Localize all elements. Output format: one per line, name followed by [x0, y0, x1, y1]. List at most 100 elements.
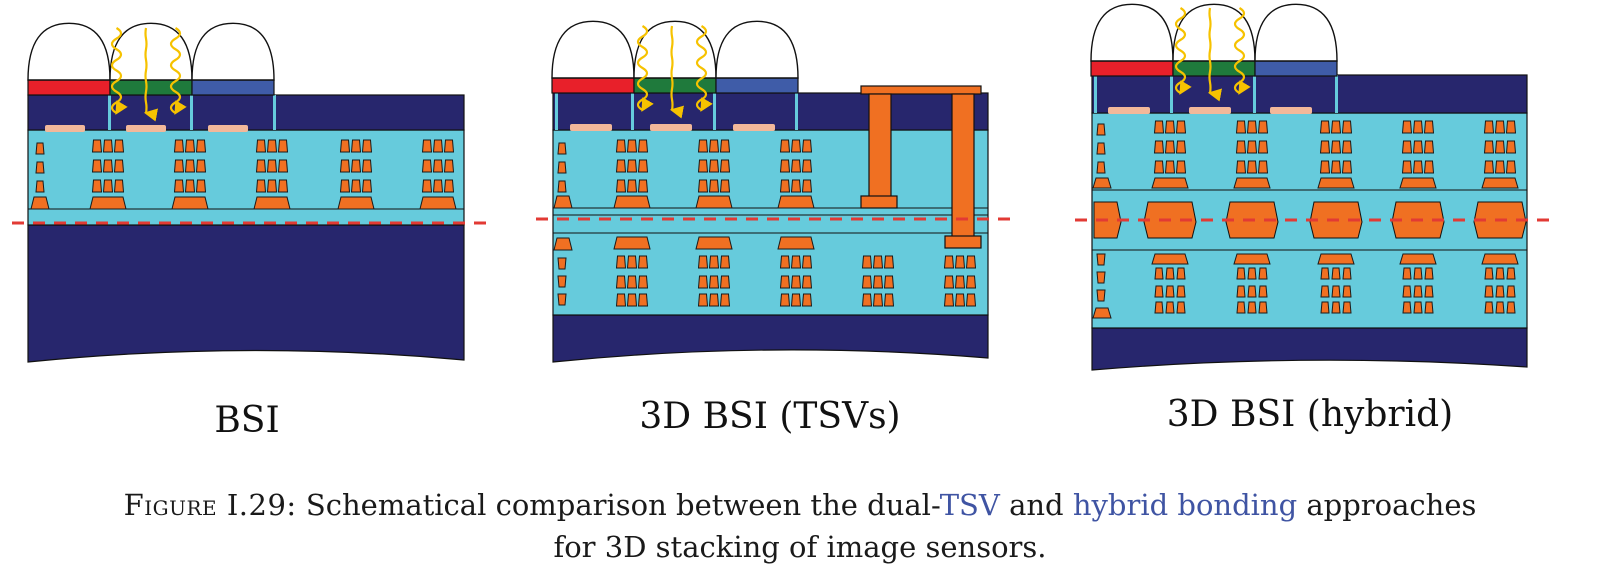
metal-line	[1175, 140, 1187, 154]
metal-line	[615, 275, 627, 289]
metal-line	[1246, 140, 1258, 154]
metal-line	[1154, 267, 1164, 280]
metal-line	[1175, 120, 1187, 134]
metal-line	[255, 139, 267, 153]
metal-line	[266, 159, 278, 173]
metal-line	[777, 195, 815, 209]
metal-line	[1257, 120, 1269, 134]
metal-line	[255, 179, 267, 193]
metal-line	[1247, 301, 1257, 314]
metal-line	[708, 179, 720, 193]
metal-line	[91, 159, 103, 173]
metal-line	[1341, 160, 1353, 174]
substrate-bulk	[552, 314, 989, 363]
metal-line	[861, 255, 873, 269]
metal-line	[637, 255, 649, 269]
metal-line	[1402, 267, 1412, 280]
metal-line	[1341, 140, 1353, 154]
substrate-bulk	[27, 224, 465, 363]
silicon-layer	[552, 92, 989, 131]
metal-line	[697, 139, 709, 153]
beol-layer	[552, 129, 989, 316]
light-ray-icon	[636, 25, 713, 119]
metal-line	[195, 139, 207, 153]
metal-line	[1096, 289, 1106, 302]
metal-line	[1330, 140, 1342, 154]
metal-line	[872, 255, 884, 269]
metal-line	[708, 159, 720, 173]
metal-line	[1424, 301, 1434, 314]
light-ray	[169, 27, 187, 115]
metal-line	[719, 293, 731, 307]
metal-line	[719, 139, 731, 153]
metal-line	[443, 159, 455, 173]
metal-line	[171, 196, 209, 210]
metal-line	[697, 293, 709, 307]
metal-line	[557, 275, 567, 288]
metal-line	[613, 236, 651, 250]
metal-line	[1258, 285, 1268, 298]
metal-line	[790, 179, 802, 193]
metal-line	[1235, 140, 1247, 154]
metal-line	[89, 196, 127, 210]
metal-line	[1331, 267, 1341, 280]
metal-line	[1399, 177, 1437, 189]
metal-line	[779, 293, 791, 307]
isolation-trench	[631, 93, 634, 130]
metal-line	[1247, 267, 1257, 280]
microlens-icon	[1090, 3, 1174, 62]
light-ray	[1233, 7, 1251, 95]
metal-line	[1413, 301, 1423, 314]
metal-line	[184, 179, 196, 193]
metal-line	[1506, 285, 1516, 298]
diagram-label-tsv: 3D BSI (TSVs)	[639, 396, 900, 437]
isolation-trench	[555, 93, 558, 130]
tsv-link[interactable]: TSV	[939, 488, 1000, 522]
light-ray	[1174, 7, 1192, 95]
metal-line	[1505, 120, 1517, 134]
color-filter	[27, 79, 111, 96]
metal-line	[883, 275, 895, 289]
light-ray-icon	[1174, 7, 1251, 102]
hybrid-bonding-link[interactable]: hybrid bonding	[1072, 488, 1298, 522]
metal-line	[443, 139, 455, 153]
metal-line	[719, 255, 731, 269]
light-ray	[1207, 7, 1223, 102]
isolation-trench	[190, 95, 193, 130]
filter-lens-stack	[1090, 3, 1338, 77]
color-filter	[1254, 60, 1338, 77]
diagram-label-bsi: BSI	[214, 400, 279, 441]
tsv-diagram: 3D BSI (TSVs)	[536, 20, 1014, 437]
diagram-label-hybrid: 3D BSI (hybrid)	[1167, 394, 1453, 435]
metal-line	[1331, 301, 1341, 314]
metal-line	[1165, 267, 1175, 280]
metal-line	[697, 179, 709, 193]
light-ray	[143, 27, 159, 122]
isolation-trench	[1094, 75, 1097, 113]
tsv-landing	[944, 235, 982, 249]
microlens-icon	[633, 20, 717, 79]
metal-line	[1320, 301, 1330, 314]
color-filter	[551, 77, 635, 94]
metal-line	[637, 139, 649, 153]
figure-caption: Figure I.29: Schematical comparison betw…	[0, 488, 1600, 522]
metal-line	[1164, 140, 1176, 154]
photodiode	[650, 124, 692, 131]
metal-line	[613, 195, 651, 209]
metal-line	[1495, 301, 1505, 314]
metal-line	[1423, 140, 1435, 154]
metal-line	[1165, 285, 1175, 298]
metal-line	[637, 293, 649, 307]
metal-line	[1412, 160, 1424, 174]
hybrid-diagram: 3D BSI (hybrid)	[1075, 3, 1553, 435]
metal-line	[421, 179, 433, 193]
metal-line	[943, 255, 955, 269]
metal-line	[1401, 160, 1413, 174]
metal-line	[253, 196, 291, 210]
metal-line	[954, 255, 966, 269]
metal-line	[173, 159, 185, 173]
isolation-trench	[273, 95, 276, 130]
metal-line	[697, 255, 709, 269]
photodiode	[733, 124, 775, 131]
metal-line	[1096, 123, 1106, 136]
